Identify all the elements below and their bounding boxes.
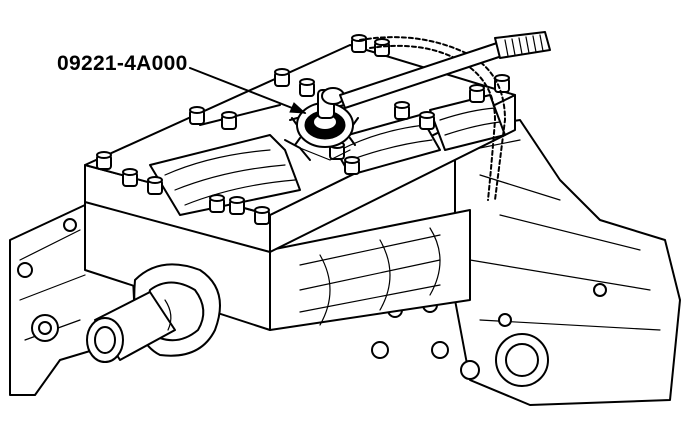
- bolt: [122, 168, 138, 187]
- bolt: [209, 194, 225, 213]
- crankshaft-nose: [86, 263, 221, 363]
- breaker-bar-handle: [339, 31, 551, 109]
- bolt: [351, 34, 367, 53]
- bolt: [254, 206, 270, 225]
- bolt: [147, 176, 163, 195]
- bolt: [96, 151, 112, 170]
- timing-chain: [359, 36, 506, 201]
- bolt: [494, 74, 510, 93]
- bolt: [221, 111, 237, 130]
- tool-part-number-label: 09221-4A000: [57, 52, 188, 75]
- bolt: [299, 78, 315, 97]
- bolt: [274, 68, 290, 87]
- bolt: [344, 156, 360, 175]
- callout-arrowhead: [289, 102, 307, 114]
- bolt: [229, 196, 245, 215]
- bearing-cap-bolts: [96, 34, 510, 225]
- bolt: [189, 106, 205, 125]
- callout-leader-line: [189, 67, 306, 114]
- bolt: [419, 111, 435, 130]
- bolt: [469, 84, 485, 103]
- bolt: [394, 101, 410, 120]
